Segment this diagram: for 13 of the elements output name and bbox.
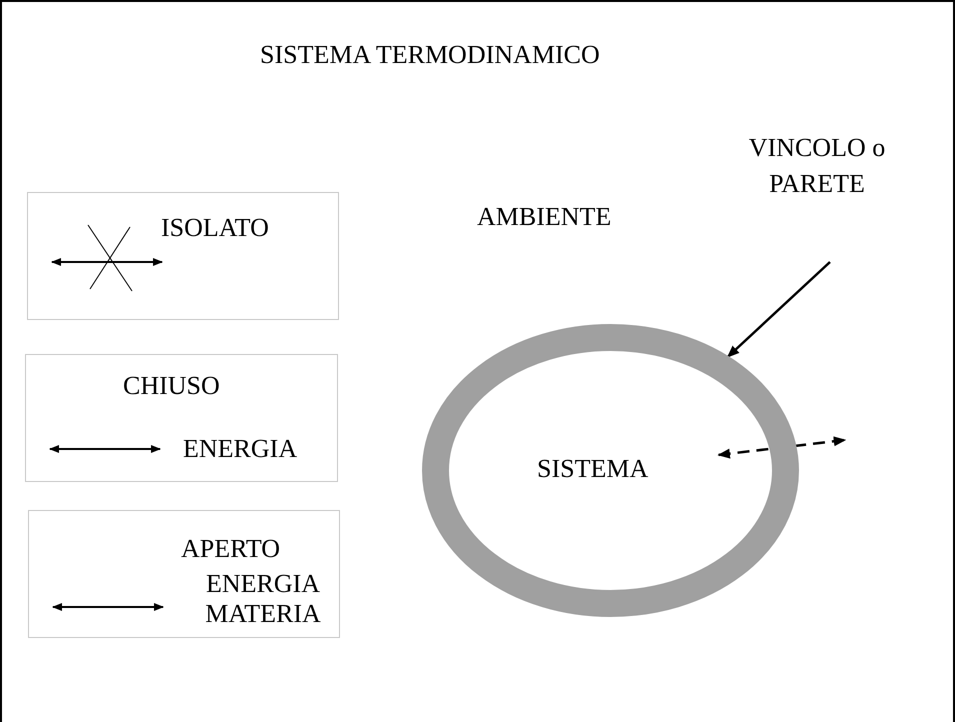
exchange-label: ENERGIA MATERIA	[204, 569, 322, 629]
system-type-box	[27, 192, 339, 320]
diagram-title: SISTEMA TERMODINAMICO	[260, 40, 600, 70]
system-type-box	[28, 510, 340, 638]
box-heading: APERTO	[181, 534, 280, 564]
system-type-box	[25, 354, 338, 482]
region-label: AMBIENTE	[477, 202, 612, 232]
box-heading: CHIUSO	[123, 371, 220, 401]
exchange-label: ENERGIA	[183, 434, 298, 464]
callout-text: VINCOLO o PARETE	[748, 132, 886, 200]
leader-arrow	[726, 261, 831, 358]
system-label: SISTEMA	[537, 454, 648, 484]
box-heading: ISOLATO	[161, 213, 269, 243]
